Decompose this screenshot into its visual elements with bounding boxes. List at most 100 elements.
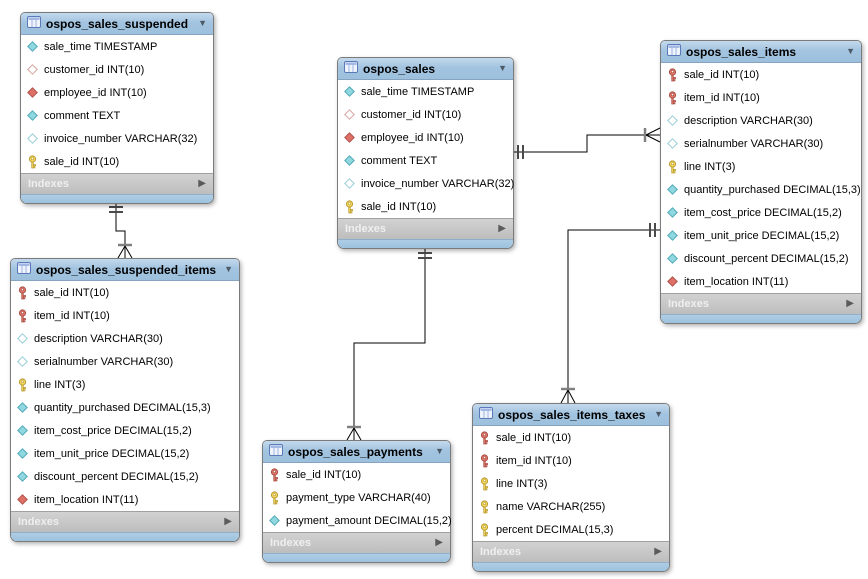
relationship-connector-ospos_sales-to-ospos_sales_payments[interactable] (346, 247, 432, 441)
table-ospos_sales_items[interactable]: ospos_sales_items ▼ sale_id INT(10)item_id… (660, 40, 862, 324)
column-name: payment_amount (286, 514, 371, 527)
column-row[interactable]: line INT(3) (661, 155, 861, 178)
column-row[interactable]: sale_time TIMESTAMP (21, 35, 213, 58)
column-row[interactable]: serialnumber VARCHAR(30) (661, 132, 861, 155)
table-title: ospos_sales_items (686, 44, 797, 59)
column-row[interactable]: item_id INT(10) (11, 304, 239, 327)
column-type: INT(10) (722, 91, 760, 104)
expand-arrow-icon[interactable]: ▶ (654, 546, 662, 557)
column-row[interactable]: item_cost_price DECIMAL(15,2) (11, 419, 239, 442)
column-row[interactable]: sale_id INT(10) (661, 63, 861, 86)
column-name: line (496, 477, 514, 490)
column-row[interactable]: employee_id INT(10) (338, 126, 513, 149)
expand-arrow-icon[interactable]: ▶ (846, 298, 854, 309)
table-header[interactable]: ospos_sales_suspended_items▼ (11, 259, 239, 281)
column-row[interactable]: description VARCHAR(30) (661, 109, 861, 132)
column-row[interactable]: item_id INT(10) (661, 86, 861, 109)
key-yellow-icon (479, 476, 490, 491)
collapse-arrow-icon[interactable]: ▼ (654, 409, 663, 419)
diamond-filled-cyan-icon (667, 253, 678, 264)
table-ospos_sales_suspended[interactable]: ospos_sales_suspended▼sale_time TIMESTAM… (20, 12, 214, 204)
connector-line[interactable] (115, 202, 126, 246)
relationship-connector-ospos_sales-to-ospos_sales_items[interactable] (512, 127, 661, 159)
column-row[interactable]: item_unit_price DECIMAL(15,2) (11, 442, 239, 465)
column-name: sale_id (361, 200, 396, 213)
column-row[interactable]: sale_id INT(10) (338, 195, 513, 218)
column-name: sale_id (496, 431, 531, 444)
collapse-arrow-icon[interactable]: ▼ (435, 446, 444, 456)
connector-line[interactable] (512, 134, 646, 153)
column-name: item_cost_price (684, 206, 762, 219)
column-row[interactable]: item_unit_price DECIMAL(15,2) (661, 224, 861, 247)
indexes-section[interactable]: Indexes▶ (338, 218, 513, 239)
column-row[interactable]: discount_percent DECIMAL(15,2) (11, 465, 239, 488)
indexes-section[interactable]: Indexes▶ (21, 173, 213, 194)
column-row[interactable]: sale_id INT(10) (11, 281, 239, 304)
indexes-section[interactable]: Indexes▶ (661, 293, 861, 314)
column-row[interactable]: sale_id INT(10) (473, 426, 669, 449)
table-ospos_sales_payments[interactable]: ospos_sales_payments▼sale_id INT(10)paym… (262, 440, 452, 563)
collapse-arrow-icon[interactable]: ▼ (846, 46, 855, 56)
table-header[interactable]: ospos_sales▼ (338, 58, 513, 80)
collapse-arrow-icon[interactable]: ▼ (198, 18, 207, 28)
collapse-arrow-icon[interactable]: ▼ (224, 264, 233, 274)
table-ospos_sales_suspended_items[interactable]: ospos_sales_suspended_items▼sale_id INT(… (10, 258, 240, 542)
expand-arrow-icon[interactable]: ▶ (224, 516, 232, 527)
column-row[interactable]: payment_amount DECIMAL(15,2) (263, 509, 452, 532)
table-header[interactable]: ospos_sales_items_taxes▼ (473, 404, 669, 426)
column-type: TIMESTAMP (410, 85, 475, 98)
column-row[interactable]: sale_id INT(10) (263, 463, 450, 486)
column-row[interactable]: invoice_number VARCHAR(32) (21, 127, 213, 150)
expand-arrow-icon[interactable]: ▶ (435, 537, 443, 548)
table-header[interactable]: ospos_sales_items ▼ (661, 41, 861, 63)
column-row[interactable]: description VARCHAR(30) (11, 327, 239, 350)
table-header[interactable]: ospos_sales_suspended▼ (21, 13, 213, 35)
column-row[interactable]: item_id INT(10) (473, 449, 669, 472)
column-name: comment (44, 109, 90, 122)
column-row[interactable]: serialnumber VARCHAR(30) (11, 350, 239, 373)
indexes-section[interactable]: Indexes▶ (263, 532, 450, 553)
column-row[interactable]: quantity_purchased DECIMAL(15,3) (661, 178, 861, 201)
key-yellow-icon (479, 499, 490, 514)
column-row[interactable]: payment_type VARCHAR(40) (263, 486, 450, 509)
column-row[interactable]: comment TEXT (338, 149, 513, 172)
column-row[interactable]: line INT(3) (11, 373, 239, 396)
column-name: discount_percent (684, 252, 768, 265)
column-row[interactable]: discount_percent DECIMAL(15,2) (661, 247, 861, 270)
expand-arrow-icon[interactable]: ▶ (198, 178, 206, 189)
column-row[interactable]: customer_id INT(10) (21, 58, 213, 81)
collapse-arrow-icon[interactable]: ▼ (498, 63, 507, 73)
column-row[interactable]: employee_id INT(10) (21, 81, 213, 104)
table-bottom-strip (21, 194, 213, 203)
column-row[interactable]: sale_id INT(10) (21, 150, 213, 173)
column-row[interactable]: item_cost_price DECIMAL(15,2) (661, 201, 861, 224)
indexes-section[interactable]: Indexes▶ (473, 541, 669, 562)
column-type: VARCHAR(30) (100, 355, 174, 368)
indexes-section[interactable]: Indexes▶ (11, 511, 239, 532)
column-row[interactable]: comment TEXT (21, 104, 213, 127)
table-header[interactable]: ospos_sales_payments▼ (263, 441, 450, 463)
column-row[interactable]: sale_time TIMESTAMP (338, 80, 513, 103)
column-row[interactable]: invoice_number VARCHAR(32) (338, 172, 514, 195)
column-type: INT(10) (81, 155, 120, 168)
relationship-connector-ospos_sales_suspended-to-ospos_sales_suspended_items[interactable] (109, 202, 133, 259)
column-row[interactable]: quantity_purchased DECIMAL(15,3) (11, 396, 239, 419)
relationship-connector-ospos_sales_items-to-ospos_sales_items_taxes[interactable] (560, 223, 660, 404)
diamond-filled-cyan-icon (27, 41, 38, 52)
table-ospos_sales_items_taxes[interactable]: ospos_sales_items_taxes▼sale_id INT(10)i… (472, 403, 670, 572)
column-row[interactable]: item_location INT(11) (661, 270, 861, 293)
connector-line[interactable] (353, 247, 426, 428)
column-row[interactable]: item_location INT(11) (11, 488, 239, 511)
column-type: DECIMAL(15,2) (764, 206, 842, 219)
column-row[interactable]: line INT(3) (473, 472, 669, 495)
connector-line[interactable] (567, 229, 660, 390)
column-row[interactable]: percent DECIMAL(15,3) (473, 518, 669, 541)
table-icon (344, 60, 358, 78)
expand-arrow-icon[interactable]: ▶ (498, 223, 506, 234)
diamond-filled-cyan-icon (269, 515, 280, 526)
column-row[interactable]: customer_id INT(10) (338, 103, 513, 126)
column-row[interactable]: name VARCHAR(255) (473, 495, 669, 518)
